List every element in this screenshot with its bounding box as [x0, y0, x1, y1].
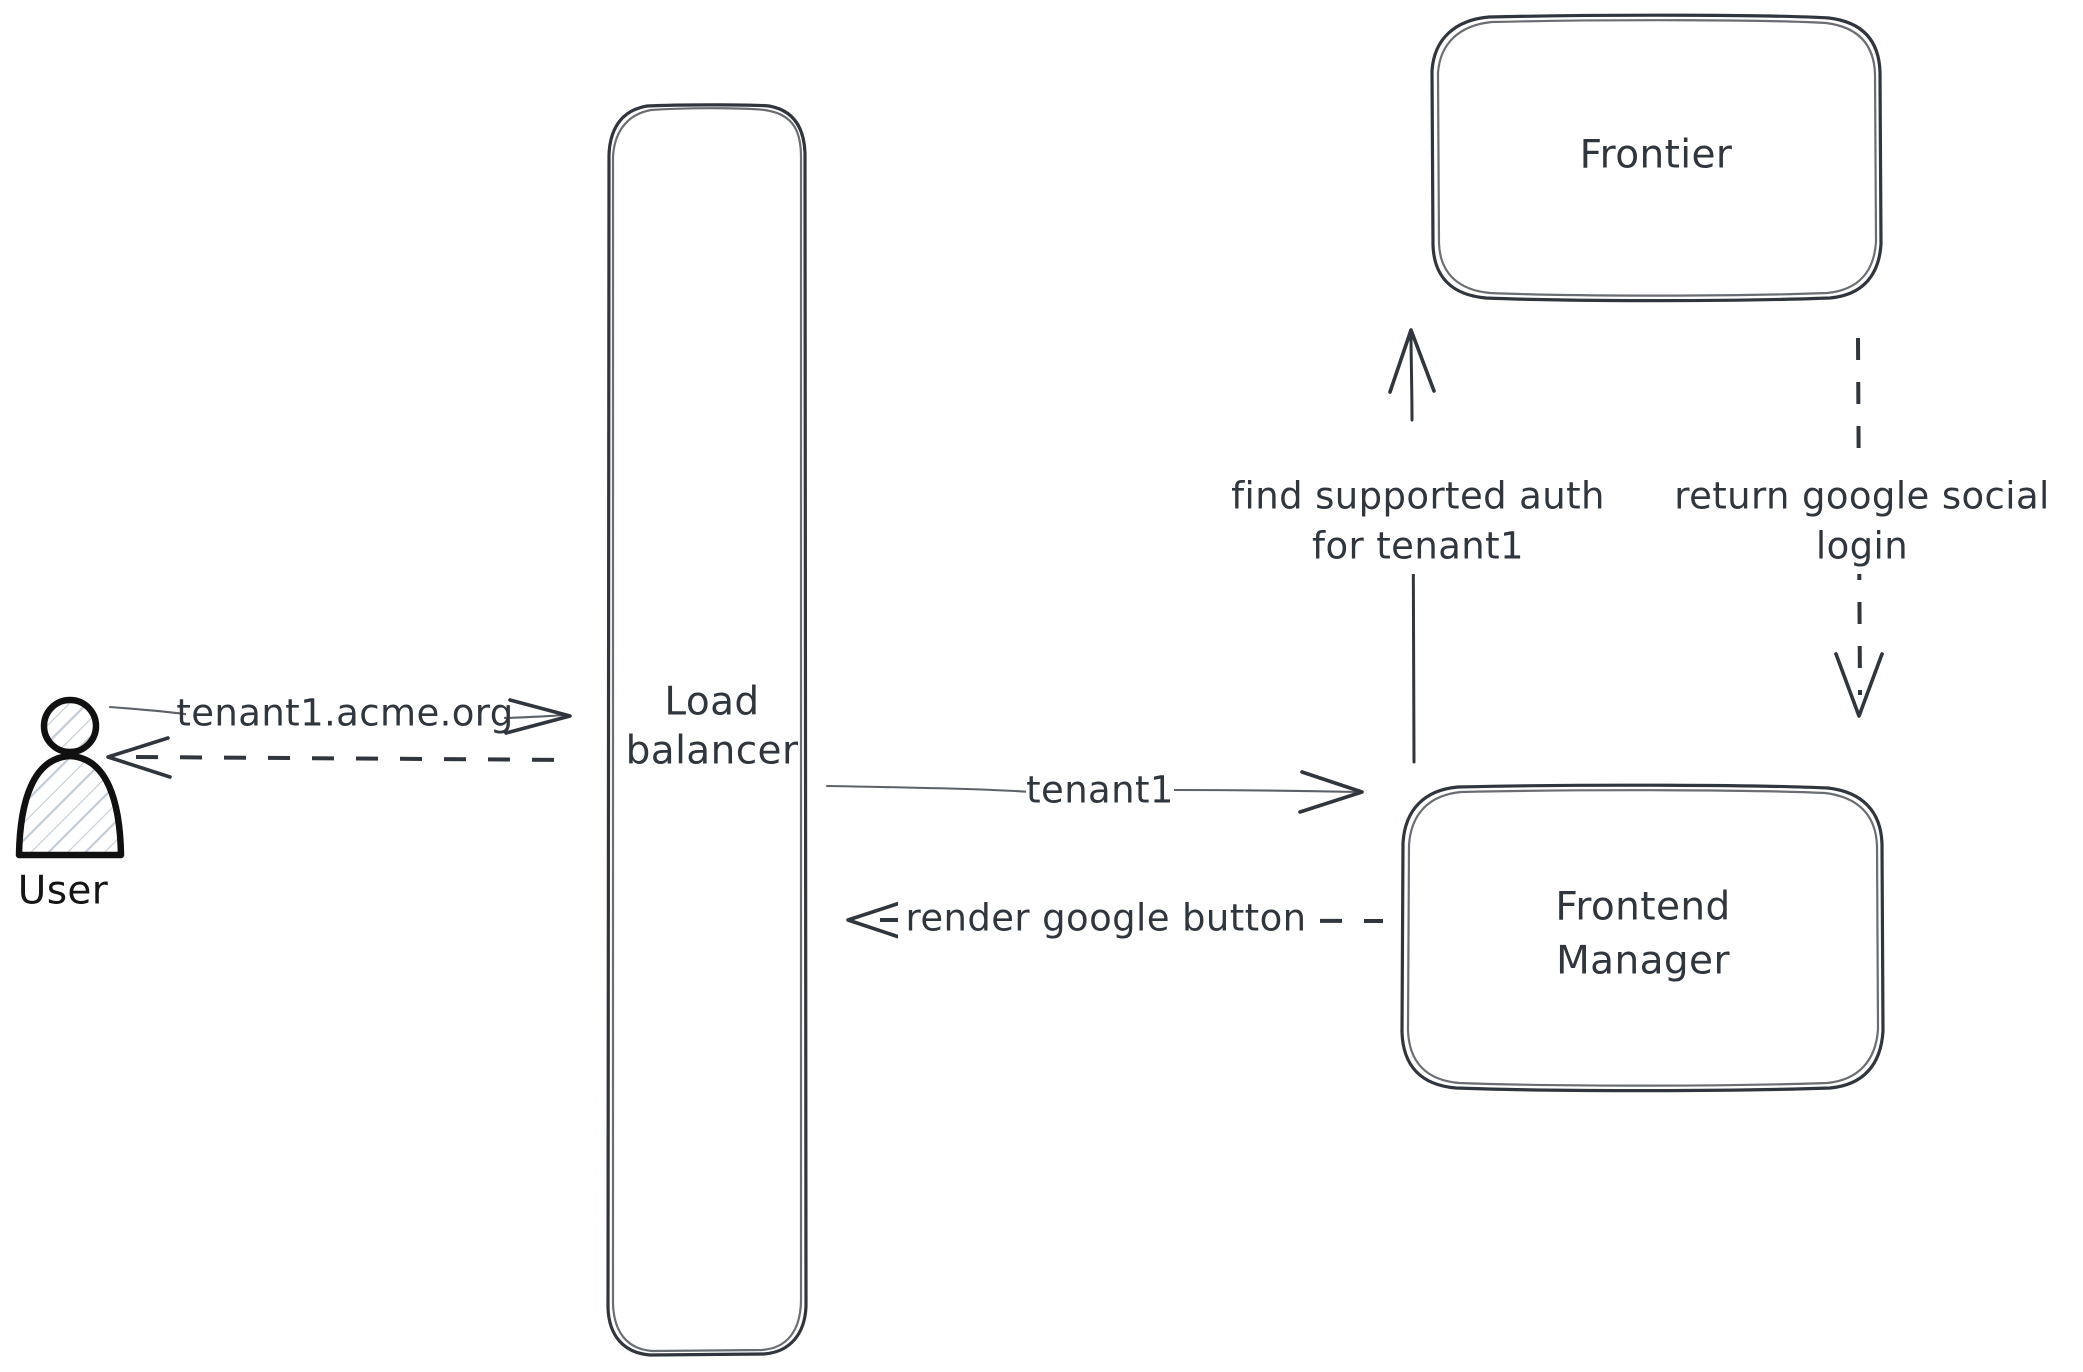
- edge-frontend-manager-to-frontier[interactable]: find supported auth for tenant1: [1208, 328, 1628, 764]
- frontend-manager-outline: [1400, 783, 1885, 1093]
- edge-lb-to-fm-arrowhead: [1298, 770, 1364, 814]
- edge-fm-to-frontier-label-line1: find supported auth: [1231, 475, 1605, 518]
- edge-frontier-to-fm-label-bg: [1660, 470, 2068, 574]
- user-body-icon: [15, 752, 125, 859]
- edge-user-to-lb-label-bg: [186, 692, 504, 738]
- edge-frontend-manager-to-load-balancer[interactable]: render google button: [846, 897, 1384, 946]
- frontend-manager-label-line1: Frontend: [1555, 885, 1730, 930]
- load-balancer-outline-sketch: [611, 107, 803, 1353]
- user-label: User: [18, 869, 109, 914]
- edge-frontier-to-fm-label-line1: return google social: [1674, 475, 2049, 518]
- edge-user-to-lb-label: tenant1.acme.org: [176, 692, 513, 735]
- edge-fm-to-lb-label: render google button: [906, 897, 1307, 940]
- edge-frontier-to-fm-label-line2: login: [1816, 525, 1908, 568]
- user-head-icon: [40, 696, 100, 756]
- load-balancer-label-line2: balancer: [626, 729, 799, 774]
- edge-fm-to-lb-arrowhead: [846, 899, 910, 942]
- edge-load-balancer-to-user[interactable]: [106, 736, 576, 779]
- frontier-outline-sketch: [1436, 19, 1878, 297]
- edge-frontier-to-frontend-manager[interactable]: return google social login: [1660, 337, 2068, 718]
- frontier-outline: [1430, 13, 1883, 303]
- edge-fm-to-lb-label-bg: [898, 897, 1318, 945]
- edge-user-to-lb-arrowhead: [504, 698, 572, 735]
- load-balancer-outline: [606, 103, 808, 1357]
- node-frontier[interactable]: Frontier: [1430, 13, 1883, 303]
- frontend-manager-outline-sketch: [1406, 789, 1880, 1087]
- frontier-label: Frontier: [1580, 133, 1733, 178]
- edge-lb-to-fm-label: tenant1: [1026, 769, 1174, 812]
- node-frontend-manager[interactable]: Frontend Manager: [1400, 783, 1885, 1093]
- edge-lb-to-user-line: [135, 755, 576, 762]
- edge-load-balancer-to-frontend-manager[interactable]: tenant1: [825, 769, 1364, 815]
- edge-lb-to-fm-label-bg: [1026, 770, 1174, 814]
- edge-fm-to-frontier-label-bg: [1208, 470, 1628, 574]
- edge-fm-to-frontier-label-line2: for tenant1: [1312, 525, 1524, 568]
- node-load-balancer[interactable]: Load balancer: [606, 103, 808, 1357]
- load-balancer-label-line1: Load: [664, 680, 759, 725]
- edge-lb-to-user-arrowhead: [106, 736, 172, 779]
- edge-lb-to-fm-line-right: [1168, 788, 1360, 794]
- edge-lb-to-fm-line-left: [825, 784, 1032, 794]
- frontend-manager-label-line2: Manager: [1556, 939, 1730, 984]
- edge-fm-to-frontier-arrowhead: [1388, 328, 1436, 394]
- edge-user-to-load-balancer[interactable]: tenant1.acme.org: [108, 692, 572, 739]
- actor-user[interactable]: User: [10, 695, 135, 914]
- edge-fm-to-frontier-line-upper: [1409, 332, 1414, 422]
- edge-frontier-to-fm-arrowhead: [1834, 652, 1884, 718]
